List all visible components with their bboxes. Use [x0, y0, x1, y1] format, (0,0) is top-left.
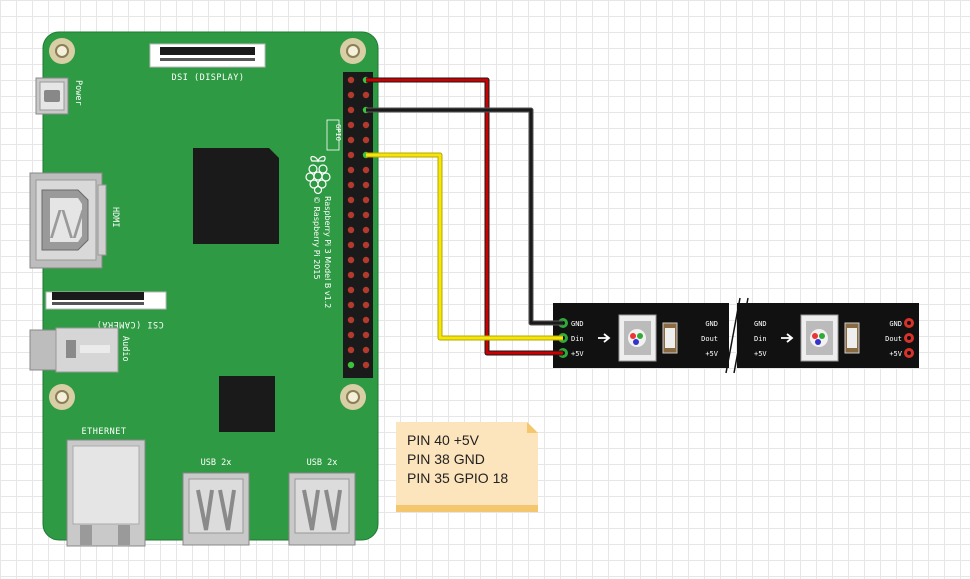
gpio-pin	[347, 331, 355, 339]
dsi-label: DSI (DISPLAY)	[171, 73, 244, 83]
gpio-pin	[347, 286, 355, 294]
audio-jack: Audio	[29, 327, 130, 373]
power-label: Power	[73, 80, 83, 106]
strip-pad-5v-out	[904, 348, 914, 358]
capacitor-1	[662, 322, 678, 354]
seg2-right-pin-3: +5V	[889, 350, 902, 358]
gpio-pin	[362, 181, 370, 189]
ethernet-port: ETHERNET	[66, 427, 146, 547]
usb-port-1: USB 2x	[182, 458, 250, 546]
gpio-pin	[347, 361, 355, 369]
usb2-label: USB 2x	[307, 458, 338, 468]
gpio-pin	[347, 301, 355, 309]
gpio-pin	[347, 271, 355, 279]
model-label: Raspberry Pi 3 Model B v1.2	[323, 196, 332, 308]
raspberry-logo	[305, 155, 331, 195]
usb-controller-chip	[219, 376, 275, 432]
gpio-pin	[362, 211, 370, 219]
usb1-label: USB 2x	[201, 458, 232, 468]
ethernet-label: ETHERNET	[82, 427, 127, 437]
mounting-hole-top-right	[340, 38, 366, 64]
gpio-pin	[362, 256, 370, 264]
gpio-pin	[362, 136, 370, 144]
seg1-right-pin-3: +5V	[705, 350, 718, 358]
seg1-left-pin-2: Din	[571, 335, 584, 343]
audio-label: Audio	[120, 336, 130, 362]
seg2-left-pin-2: Din	[754, 335, 767, 343]
gpio-pin	[362, 241, 370, 249]
wires	[366, 77, 563, 356]
led-strip: GND Din +5V GND Dout +5V GND Din +5V	[553, 297, 919, 374]
seg2-right-pin-1: GND	[889, 320, 902, 328]
gpio-pin	[347, 151, 355, 159]
gpio-pin	[362, 271, 370, 279]
copyright-label: © Raspberry Pi 2015	[312, 196, 321, 280]
gpio-pin	[362, 331, 370, 339]
wire-gnd-black	[366, 107, 563, 326]
pin-note-text: PIN 40 +5V PIN 38 GND PIN 35 GPIO 18	[407, 431, 508, 488]
seg1-right-pin-1: GND	[705, 320, 718, 328]
mounting-hole-bottom-right	[340, 384, 366, 410]
mounting-hole-top-left	[49, 38, 75, 64]
gpio-pin	[362, 361, 370, 369]
note-line-3: PIN 35 GPIO 18	[407, 470, 509, 486]
gpio-pin	[362, 91, 370, 99]
gpio-header	[343, 72, 373, 378]
gpio-pin	[347, 211, 355, 219]
data-arrow-icon	[598, 333, 611, 343]
led-chip-1	[618, 314, 657, 362]
gpio-pin	[347, 166, 355, 174]
svg-text:/\/: /\/	[50, 204, 85, 244]
dsi-connector: DSI (DISPLAY)	[149, 43, 266, 83]
gpio-pin	[347, 76, 355, 84]
usb-port-2: USB 2x	[288, 458, 356, 546]
gpio-pin	[347, 196, 355, 204]
gpio-pin	[347, 346, 355, 354]
note-line-2: PIN 38 GND	[407, 451, 485, 467]
note-line-1: PIN 40 +5V	[407, 432, 479, 448]
gpio-pin	[347, 136, 355, 144]
csi-connector: CSI (CAMERA)	[45, 291, 167, 329]
soc-chip	[193, 148, 279, 244]
mounting-hole-bottom-left	[49, 384, 75, 410]
gpio-pin	[347, 106, 355, 114]
gpio-pin	[362, 226, 370, 234]
csi-label: CSI (CAMERA)	[96, 319, 163, 329]
gpio-pin	[362, 196, 370, 204]
gpio-pin	[362, 301, 370, 309]
led-chip-2	[800, 314, 839, 362]
seg1-right-pin-2: Dout	[701, 335, 718, 343]
data-arrow-icon-2	[781, 333, 794, 343]
seg1-left-pin-1: GND	[571, 320, 584, 328]
gpio-pin	[362, 121, 370, 129]
seg2-left-pin-3: +5V	[754, 350, 767, 358]
power-connector: Power	[35, 77, 83, 115]
gpio-pin	[362, 346, 370, 354]
seg2-left-pin-1: GND	[754, 320, 767, 328]
gpio-pin	[347, 256, 355, 264]
hdmi-label: HDMI	[110, 207, 120, 227]
gpio-pin	[347, 226, 355, 234]
gpio-pin	[362, 286, 370, 294]
gpio-pin	[347, 241, 355, 249]
pin-note	[396, 422, 538, 512]
gpio-pin	[347, 91, 355, 99]
hdmi-connector: /\/ HDMI	[29, 172, 120, 269]
gpio-pin	[347, 316, 355, 324]
raspberry-pi-board: DSI (DISPLAY) Power /\/ HDMI CSI (CAMERA…	[29, 31, 379, 547]
strip-pad-dout	[904, 333, 914, 343]
seg2-right-pin-2: Dout	[885, 335, 902, 343]
gpio-pin	[347, 121, 355, 129]
gpio-pin	[362, 166, 370, 174]
gpio-label: GPIO	[334, 124, 342, 141]
seg1-left-pin-3: +5V	[571, 350, 584, 358]
strip-pad-gnd-out	[904, 318, 914, 328]
capacitor-2	[844, 322, 860, 354]
gpio-pin	[362, 316, 370, 324]
gpio-pin	[347, 181, 355, 189]
